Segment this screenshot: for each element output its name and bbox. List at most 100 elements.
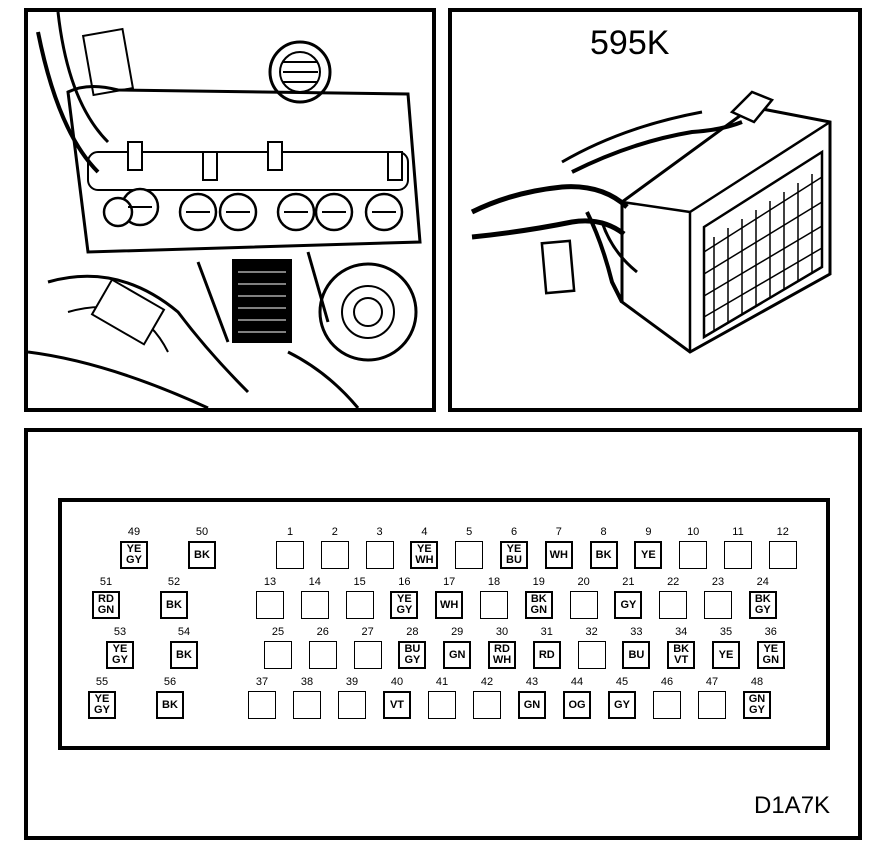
pin-number: 3: [376, 526, 383, 538]
wire-color-code: GY: [754, 604, 771, 616]
wire-color-code: GN: [748, 693, 766, 705]
pin-number: 13: [263, 576, 277, 588]
pin-41-cavity: [428, 691, 456, 719]
wire-color-code: GY: [396, 604, 413, 616]
pin-12-cavity: [768, 541, 797, 569]
wire-color-code: GN: [762, 654, 780, 666]
pin-number: 34: [675, 626, 688, 638]
pin-9-cavity: YE: [634, 541, 663, 569]
engine-bay-illustration: [24, 8, 436, 412]
wire-color-code: GY: [749, 704, 765, 716]
wire-color-code: GY: [112, 654, 128, 666]
pin-number: 41: [435, 676, 449, 688]
pin-number: 16: [398, 576, 411, 588]
pin-number: 54: [177, 626, 191, 638]
pin-8-cavity: BK: [589, 541, 618, 569]
wire-color-code: RD: [98, 593, 114, 605]
wire-color-code: GN: [523, 698, 541, 711]
wire-color-code: GN: [97, 604, 115, 616]
pin-29-cavity: GN: [443, 641, 472, 669]
wire-color-code: BK: [176, 648, 192, 661]
pin-number: 8: [600, 526, 607, 538]
pin-number: 11: [732, 526, 744, 538]
pin-37-cavity: [248, 691, 276, 719]
pin-20-cavity: [569, 591, 598, 619]
pin-number: 30: [495, 626, 509, 638]
pin-number: 35: [719, 626, 733, 638]
pin-number: 33: [630, 626, 643, 638]
pin-number: 56: [163, 676, 177, 688]
pin-number: 24: [756, 576, 769, 588]
wire-color-code: GY: [620, 598, 637, 611]
wire-color-code: WH: [440, 598, 459, 611]
pin-38-cavity: [293, 691, 321, 719]
pin-3-cavity: [365, 541, 394, 569]
pin-21-cavity: GY: [614, 591, 643, 619]
wire-color-code: YE: [641, 548, 656, 561]
pin-45-cavity: GY: [608, 691, 636, 719]
pin-33-cavity: BU: [622, 641, 651, 669]
pin-number: 12: [776, 526, 789, 538]
pin-23-cavity: [704, 591, 732, 619]
pin-number: 26: [316, 626, 329, 638]
pin-number: 19: [532, 576, 545, 588]
pin-26-cavity: [308, 641, 337, 669]
pin-2-cavity: [320, 541, 349, 569]
pin-14-cavity: [300, 591, 329, 619]
wire-color-code: YE: [763, 643, 779, 655]
pin-10-cavity: [679, 541, 708, 569]
wire-color-code: BK: [162, 698, 178, 711]
wire-color-code: BU: [404, 643, 421, 655]
pin-number: 5: [466, 526, 473, 538]
pin-number: 46: [660, 676, 674, 688]
connector-id-label: 595K: [590, 24, 670, 62]
wire-color-code: BU: [628, 648, 645, 661]
wire-color-code: YE: [397, 593, 412, 605]
pin-number: 7: [555, 526, 562, 538]
pin-number: 49: [127, 526, 141, 538]
pin-number: 1: [286, 526, 294, 538]
pin-47-cavity: [698, 691, 726, 719]
connector-face-outline: [58, 498, 830, 750]
wire-color-code: WH: [549, 548, 568, 561]
pin-11-cavity: [724, 541, 752, 569]
wire-color-code: BU: [506, 554, 522, 566]
pin-52-cavity: BK: [160, 591, 188, 619]
wire-color-code: GN: [530, 604, 548, 616]
pin-40-cavity: VT: [383, 691, 411, 719]
pin-number: 37: [255, 676, 269, 688]
pin-number: 45: [615, 676, 629, 688]
wire-color-code: GY: [614, 698, 630, 711]
connector-illustration: [448, 8, 862, 412]
wire-color-code: VT: [389, 698, 405, 711]
pin-5-cavity: [455, 541, 484, 569]
pin-13-cavity: [256, 591, 284, 619]
pin-32-cavity: [577, 641, 606, 669]
pin-number: 55: [95, 676, 109, 688]
wire-color-code: GY: [404, 654, 421, 666]
pin-number: 22: [667, 576, 680, 588]
wire-color-code: YE: [506, 543, 522, 555]
pin-18-cavity: [480, 591, 508, 619]
wire-color-code: RD: [538, 648, 555, 661]
pin-number: 29: [451, 626, 464, 638]
wire-color-code: RD: [494, 643, 510, 655]
pin-43-cavity: GN: [518, 691, 546, 719]
pin-number: 39: [345, 676, 359, 688]
diagram-code: D1A7K: [754, 792, 831, 819]
wire-color-code: GN: [448, 648, 466, 661]
wire-color-code: GY: [94, 704, 110, 716]
pin-22-cavity: [659, 591, 688, 619]
pin-number: 6: [510, 526, 518, 538]
pin-31-cavity: RD: [532, 641, 561, 669]
pin-number: 47: [705, 676, 719, 688]
wire-color-code: BK: [194, 548, 210, 561]
wire-color-code: YE: [126, 543, 142, 555]
